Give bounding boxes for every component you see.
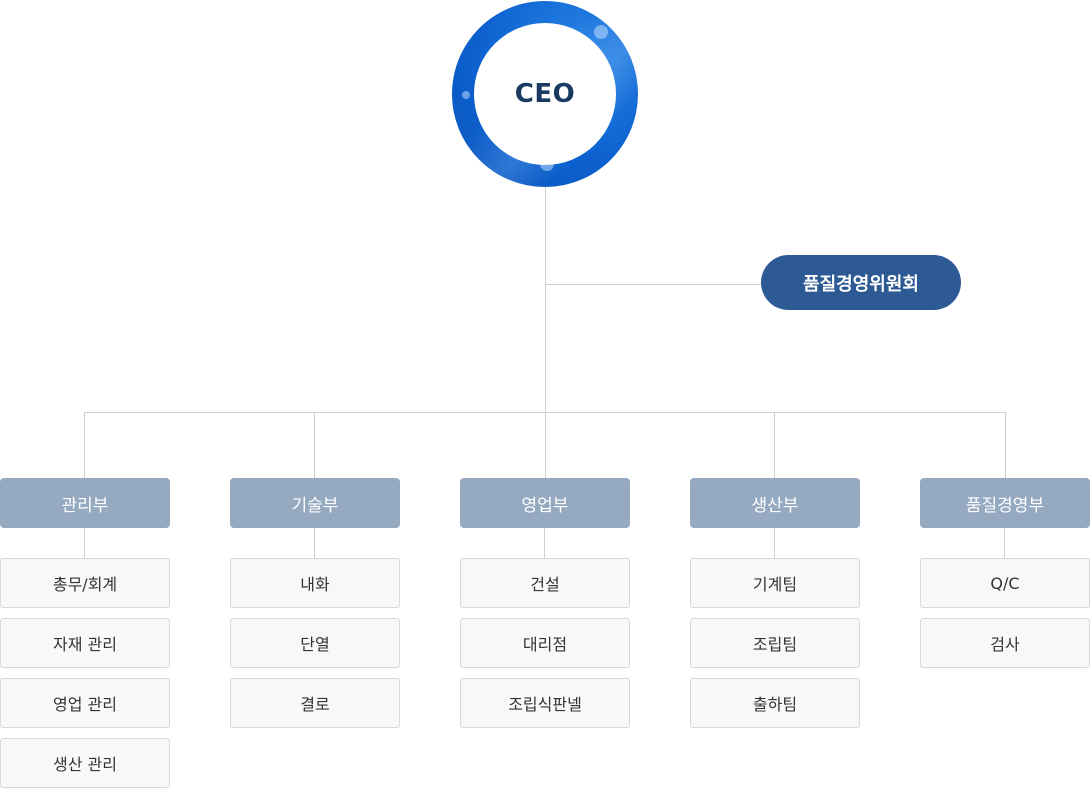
team-item: 총무/회계 — [0, 558, 170, 608]
team-item: 결로 — [230, 678, 400, 728]
decorative-dot — [462, 91, 470, 99]
department-header: 기술부 — [230, 478, 400, 528]
team-item: Q/C — [920, 558, 1090, 608]
department-stem-line — [544, 528, 545, 558]
ceo-vertical-line — [545, 187, 546, 412]
team-item: 기계팀 — [690, 558, 860, 608]
dept-drop-line — [774, 412, 775, 478]
department-column: 생산부 기계팀 조립팀 출하팀 — [690, 478, 860, 728]
team-item: 영업 관리 — [0, 678, 170, 728]
team-item: 대리점 — [460, 618, 630, 668]
team-item: 단열 — [230, 618, 400, 668]
team-item: 출하팀 — [690, 678, 860, 728]
department-column: 기술부 내화 단열 결로 — [230, 478, 400, 728]
department-column: 영업부 건설 대리점 조립식판넬 — [460, 478, 630, 728]
team-item: 생산 관리 — [0, 738, 170, 788]
department-items: Q/C 검사 — [920, 558, 1090, 678]
department-header: 관리부 — [0, 478, 170, 528]
committee-connector-line — [545, 284, 761, 285]
team-item: 검사 — [920, 618, 1090, 668]
decorative-dot — [594, 25, 608, 39]
department-items: 총무/회계 자재 관리 영업 관리 생산 관리 — [0, 558, 170, 798]
department-items: 기계팀 조립팀 출하팀 — [690, 558, 860, 738]
ceo-inner-circle: CEO — [474, 23, 616, 165]
department-header: 생산부 — [690, 478, 860, 528]
department-stem-line — [314, 528, 315, 558]
department-header: 영업부 — [460, 478, 630, 528]
department-stem-line — [774, 528, 775, 558]
department-header: 품질경영부 — [920, 478, 1090, 528]
dept-drop-line — [1005, 412, 1006, 478]
team-item: 내화 — [230, 558, 400, 608]
department-stem-line — [1004, 528, 1005, 558]
department-items: 내화 단열 결로 — [230, 558, 400, 738]
team-item: 건설 — [460, 558, 630, 608]
team-item: 자재 관리 — [0, 618, 170, 668]
dept-drop-line — [84, 412, 85, 478]
department-stem-line — [84, 528, 85, 558]
department-column: 품질경영부 Q/C 검사 — [920, 478, 1090, 668]
ceo-node: CEO — [452, 1, 638, 187]
team-item: 조립팀 — [690, 618, 860, 668]
ceo-label: CEO — [514, 79, 576, 109]
dept-drop-line — [314, 412, 315, 478]
team-item: 조립식판넬 — [460, 678, 630, 728]
department-items: 건설 대리점 조립식판넬 — [460, 558, 630, 738]
dept-drop-line — [545, 412, 546, 478]
department-column: 관리부 총무/회계 자재 관리 영업 관리 생산 관리 — [0, 478, 170, 788]
committee-node: 품질경영위원회 — [761, 255, 961, 310]
